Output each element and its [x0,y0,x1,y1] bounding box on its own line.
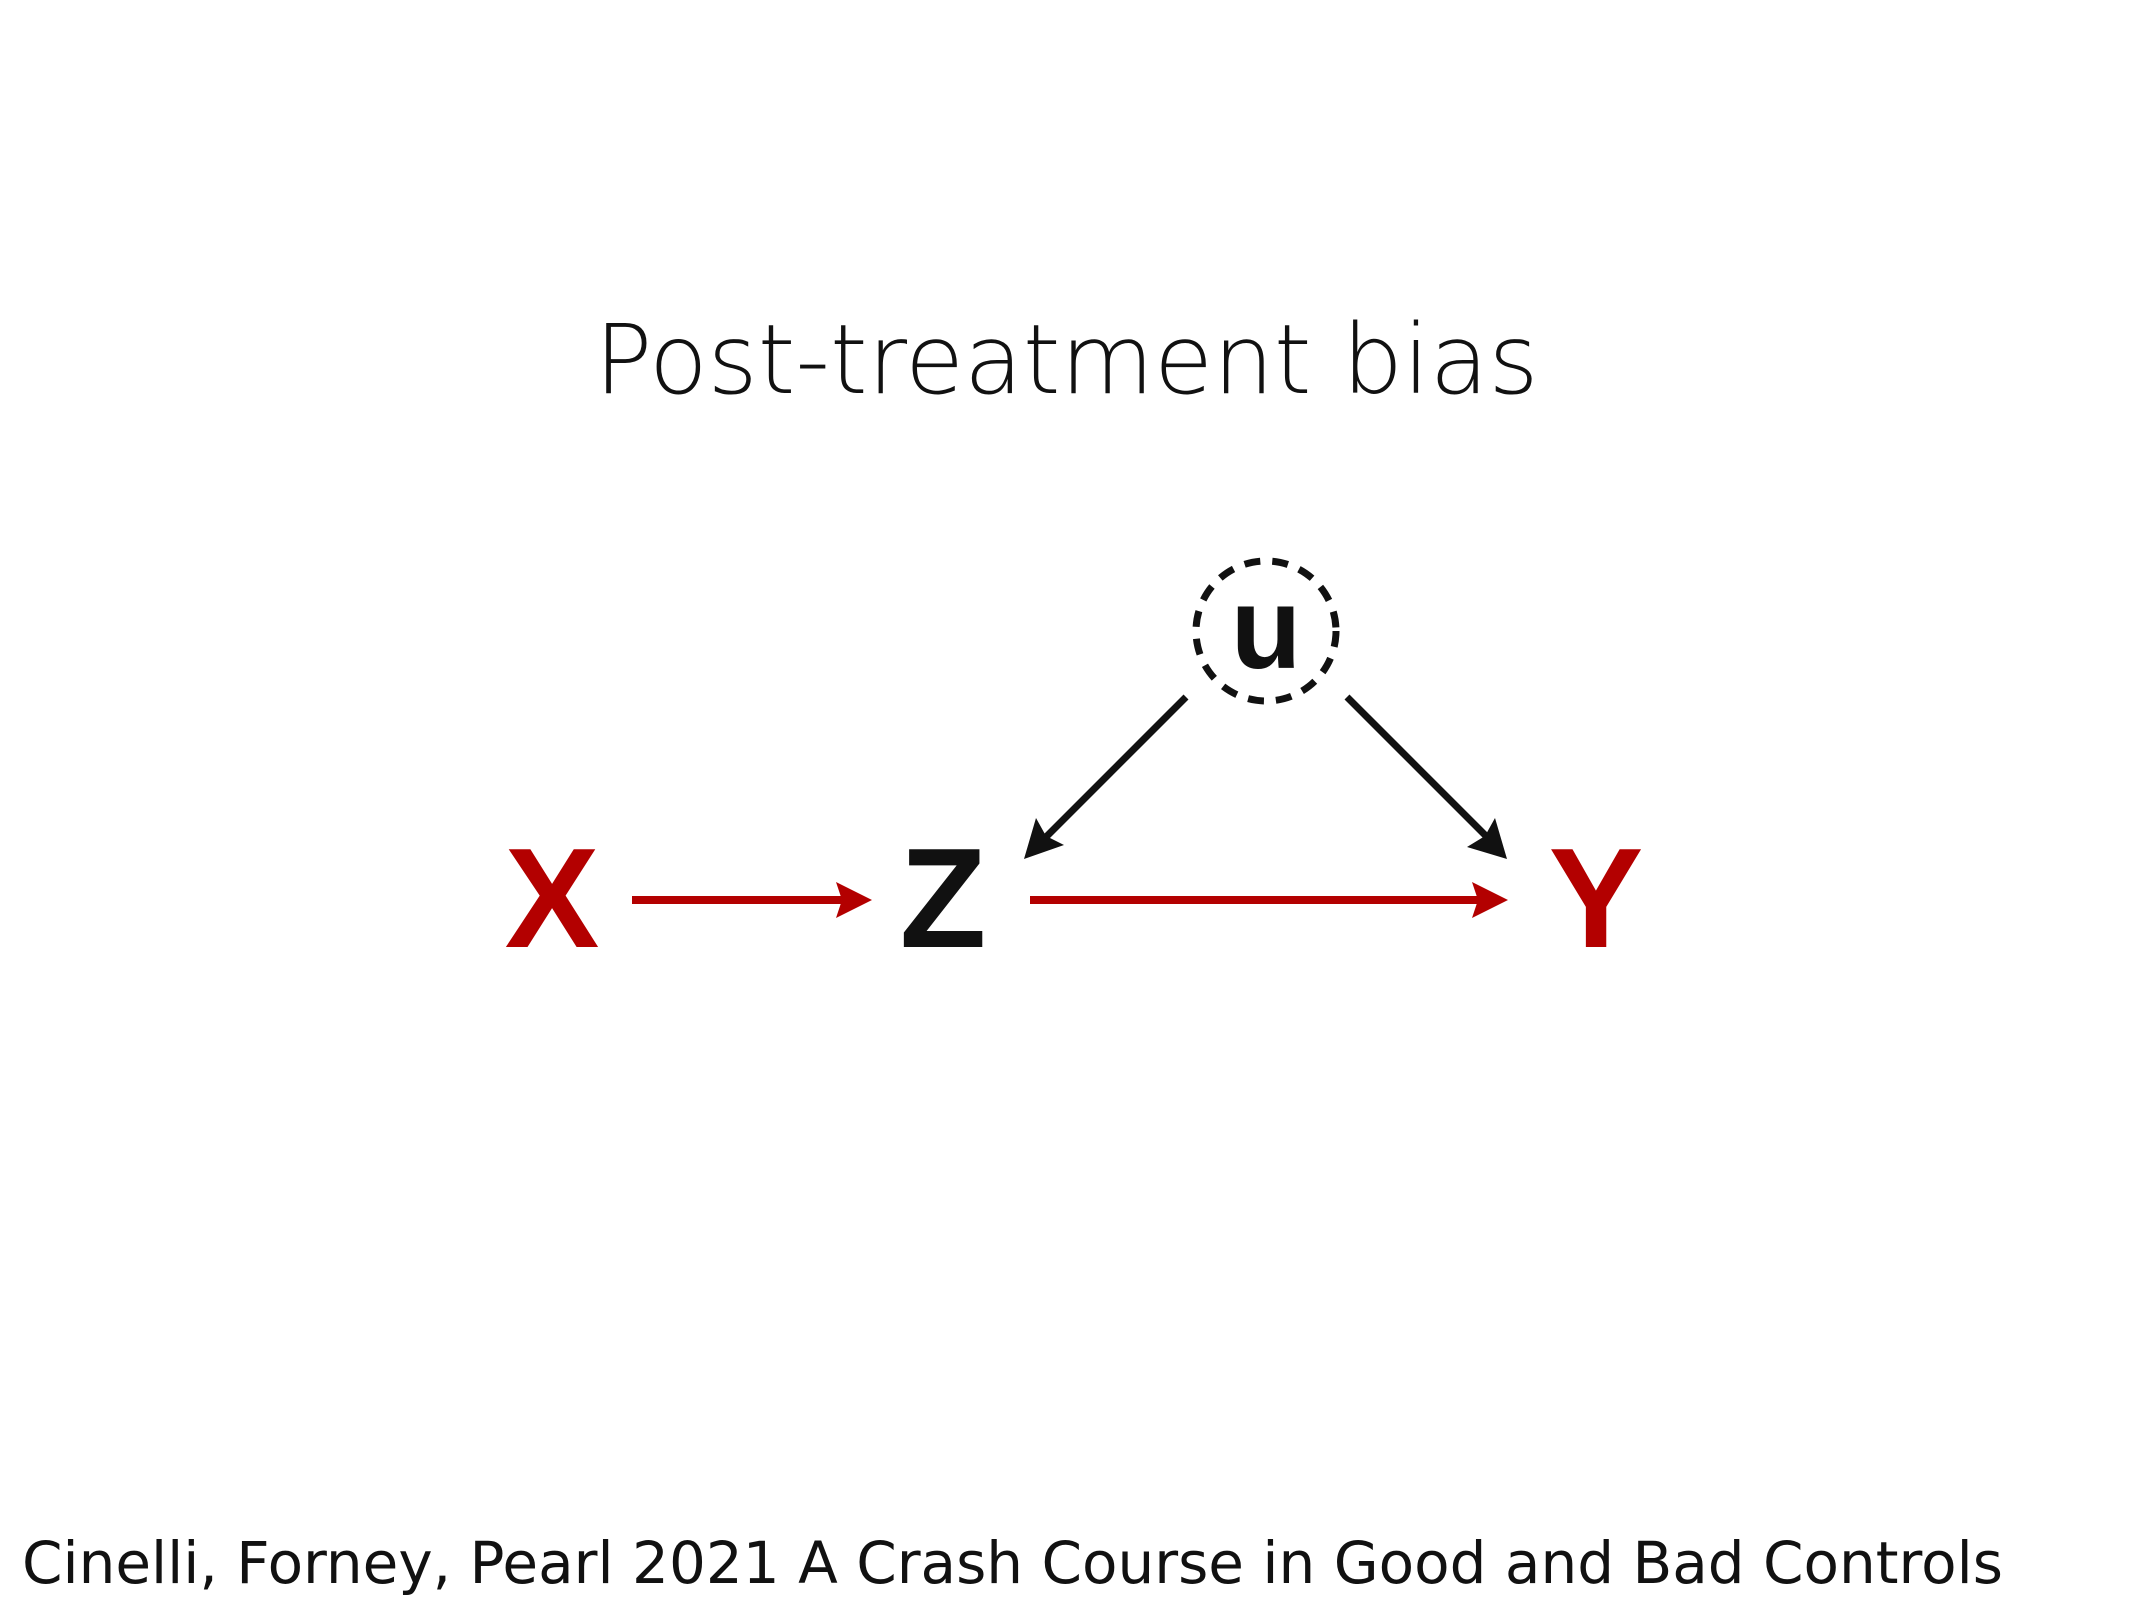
node-z-label: Z [900,819,987,978]
node-y-label: Y [1549,819,1644,978]
edge-u-to-y [1344,694,1507,859]
node-u-label: u [1231,563,1302,693]
slide-title: Post-treatment bias [594,304,1539,416]
edge-u-to-z [1024,694,1189,859]
node-u-dashed-circle [1192,557,1340,705]
citation-text: Cinelli, Forney, Pearl 2021 A Crash Cour… [22,1529,2003,1597]
edge-x-to-z [632,882,872,918]
edge-z-to-y [1030,882,1508,918]
node-u: u [1192,557,1340,705]
node-x-label: X [505,819,600,978]
